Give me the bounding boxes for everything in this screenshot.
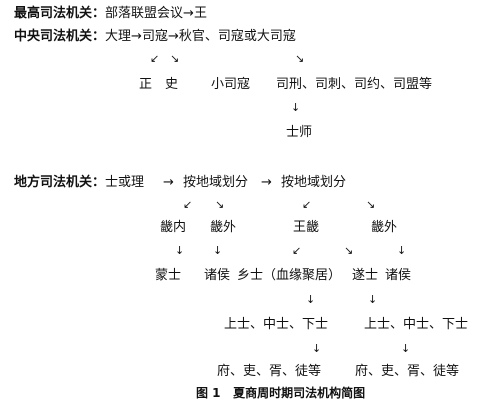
figure-number: 图 1	[196, 386, 221, 400]
zhuhou-a: 诸侯	[204, 268, 231, 283]
local-row: 地方司法机关：士或理	[14, 175, 144, 191]
branch-sixing: 司刑、司刺、司约、司盟等	[276, 77, 433, 92]
ranks-a: 上士、中士、下士	[224, 317, 329, 332]
arrow-to-ranks-b: ↓	[368, 293, 378, 306]
top-arrow: →	[183, 6, 194, 21]
jinei: 畿内	[160, 220, 187, 235]
arrow-to-staff-a: ↓	[312, 342, 322, 355]
arrow-central-right: ↘	[295, 52, 305, 65]
ranks-b: 上士、中士、下士	[364, 317, 469, 332]
suishi: 遂士	[352, 268, 379, 283]
wangji: 王畿	[293, 220, 320, 235]
central-chain-2: 秋官、司寇或大司寇	[178, 29, 296, 44]
central-chain-1: 司寇	[141, 29, 168, 44]
central-row: 中央司法机关：大理→司寇→秋官、司寇或大司寇	[14, 29, 296, 45]
central-chain-0: 大理	[105, 29, 132, 44]
branch-zhengshi: 正 史	[139, 77, 179, 92]
mengshi: 蒙士	[155, 268, 182, 283]
xiangshi: 乡士（血缘聚居）	[237, 268, 342, 283]
arrow-to-jinei: ↙	[183, 198, 193, 211]
arrow-to-wangji: ↙	[302, 198, 312, 211]
central-label: 中央司法机关：	[14, 29, 106, 44]
arrow-to-xiangshi: ↙	[292, 244, 302, 257]
arrow-central-left: ↙	[150, 52, 160, 65]
central-arrow-2: →	[167, 29, 179, 44]
staff-b: 府、吏、胥、徒等	[355, 364, 460, 379]
local-label: 地方司法机关：	[14, 175, 106, 190]
arrow-to-suishi: ↘	[344, 244, 354, 257]
local-chain-1: 按地域划分	[183, 175, 249, 190]
arrow-to-zhuhou-b: ↓	[397, 244, 407, 257]
top-label: 最高司法机关：	[14, 6, 106, 21]
local-arrow-1: →	[163, 175, 174, 190]
figure-caption: 图 1 夏商周时期司法机构简图	[196, 385, 365, 401]
top-row: 最高司法机关：部落联盟会议→王	[14, 6, 207, 22]
staff-a: 府、吏、胥、徒等	[217, 364, 322, 379]
central-arrow-1: →	[131, 29, 142, 44]
arrow-to-jiwai-b: ↘	[366, 198, 376, 211]
local-chain-0: 士或理	[105, 175, 145, 190]
shishi: 士师	[286, 125, 313, 140]
figure-title: 夏商周时期司法机构简图	[233, 386, 366, 400]
arrow-central-mid: ↘	[170, 52, 180, 65]
branch-xiaosikou: 小司寇	[211, 77, 251, 92]
zhuhou-b: 诸侯	[385, 268, 412, 283]
local-arrow-2: →	[261, 175, 272, 190]
arrow-to-zhuhou-a: ↓	[213, 244, 223, 257]
jiwai-b: 畿外	[371, 220, 398, 235]
top-value2: 王	[193, 6, 207, 21]
arrow-to-ranks-a: ↓	[306, 293, 316, 306]
arrow-to-jiwai-a: ↘	[215, 198, 225, 211]
arrow-to-shishi: ↓	[291, 101, 301, 114]
jiwai-a: 畿外	[210, 220, 237, 235]
arrow-to-mengshi: ↓	[175, 244, 185, 257]
local-chain-2: 按地域划分	[281, 175, 347, 190]
arrow-to-staff-b: ↓	[401, 342, 411, 355]
top-value: 部落联盟会议	[105, 6, 184, 21]
